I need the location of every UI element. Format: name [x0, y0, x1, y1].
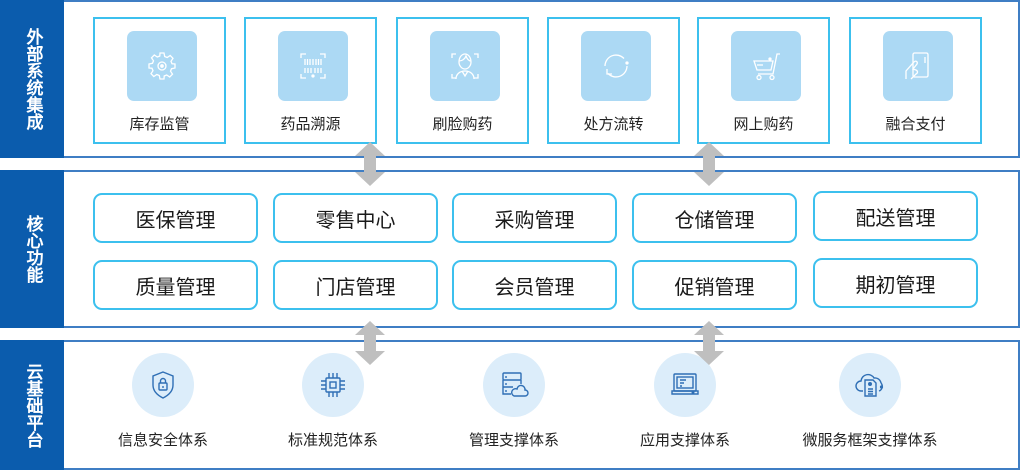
double-arrow-icon: [694, 142, 724, 186]
icon-tile: [127, 31, 197, 101]
ext-card-face-purchase[interactable]: 刷脸购药: [396, 17, 529, 144]
icon-circle: [839, 353, 901, 417]
base-item-label: 标准规范体系: [287, 431, 378, 449]
double-arrow-icon: [355, 142, 385, 186]
ext-card-label: 库存监管: [129, 115, 190, 133]
external-integration-layer: 外部系统集成 库存监管 药品溯源: [0, 0, 1020, 158]
laptop-icon: [671, 373, 699, 395]
icon-tile: [278, 31, 348, 101]
core-card-distribution[interactable]: 配送管理: [813, 191, 978, 241]
layer-title-base: 云基础平台: [22, 362, 43, 448]
face-scan-icon: [451, 53, 479, 80]
icon-tile: [883, 31, 953, 101]
core-functions-layer: 核心功能 医保管理 零售中心 采购管理 仓储管理 配送管理 质量管理 门店管理 …: [0, 170, 1020, 328]
chip-icon: [321, 373, 345, 397]
icon-circle: [132, 353, 194, 417]
server-cloud-icon: [502, 372, 529, 397]
icon-circle: [302, 353, 364, 417]
double-arrow-icon: [355, 321, 385, 365]
ext-card-label: 处方流转: [583, 115, 644, 133]
ext-card-label: 药品溯源: [280, 115, 341, 133]
layer-title-external: 外部系统集成: [22, 28, 43, 130]
core-card-quality[interactable]: 质量管理: [93, 260, 258, 310]
base-item-management[interactable]: 管理支撑体系: [429, 340, 599, 470]
icon-circle: [483, 353, 545, 417]
layer-label-external: 外部系统集成: [0, 0, 64, 158]
ext-card-online-purchase[interactable]: 网上购药: [697, 17, 830, 144]
core-card-promotion[interactable]: 促销管理: [632, 260, 797, 310]
layer-title-core: 核心功能: [22, 215, 43, 283]
shield-lock-icon: [152, 371, 174, 399]
base-item-label: 信息安全体系: [117, 431, 208, 449]
core-card-membership[interactable]: 会员管理: [452, 260, 617, 310]
core-card-retail-center[interactable]: 零售中心: [273, 193, 438, 243]
core-card-warehouse[interactable]: 仓储管理: [632, 193, 797, 243]
ext-card-prescription[interactable]: 处方流转: [547, 17, 680, 144]
ext-card-payment[interactable]: 融合支付: [849, 17, 982, 144]
base-item-microservice[interactable]: 微服务框架支撑体系: [785, 340, 955, 470]
base-item-label: 管理支撑体系: [468, 431, 559, 449]
core-card-procurement[interactable]: 采购管理: [452, 193, 617, 243]
ext-card-label: 融合支付: [885, 115, 946, 133]
base-item-application[interactable]: 应用支撑体系: [600, 340, 770, 470]
icon-tile: [430, 31, 500, 101]
icon-tile: [581, 31, 651, 101]
ext-card-traceability[interactable]: 药品溯源: [244, 17, 377, 144]
cloud-platform-layer: 云基础平台 信息安全体系 标准规范体系: [0, 340, 1020, 470]
core-card-opening[interactable]: 期初管理: [813, 258, 978, 308]
gear-icon: [148, 52, 176, 80]
core-card-store[interactable]: 门店管理: [273, 260, 438, 310]
layer-label-core: 核心功能: [0, 170, 64, 328]
ext-card-label: 刷脸购药: [432, 115, 493, 133]
icon-circle: [654, 353, 716, 417]
layer-label-base: 云基础平台: [0, 340, 64, 470]
barcode-scan-icon: [300, 53, 326, 79]
base-item-security[interactable]: 信息安全体系: [78, 340, 248, 470]
shopping-cart-icon: [753, 53, 780, 81]
refresh-cycle-icon: [604, 54, 629, 78]
base-item-standards[interactable]: 标准规范体系: [248, 340, 418, 470]
double-arrow-icon: [694, 321, 724, 365]
ext-card-inventory[interactable]: 库存监管: [93, 17, 226, 144]
icon-tile: [731, 31, 801, 101]
core-card-medical-insurance[interactable]: 医保管理: [93, 193, 258, 243]
cloud-document-icon: [855, 373, 884, 397]
base-item-label: 微服务框架支撑体系: [802, 431, 938, 449]
mobile-payment-icon: [905, 52, 929, 80]
ext-card-label: 网上购药: [733, 115, 794, 133]
base-item-label: 应用支撑体系: [639, 431, 730, 449]
